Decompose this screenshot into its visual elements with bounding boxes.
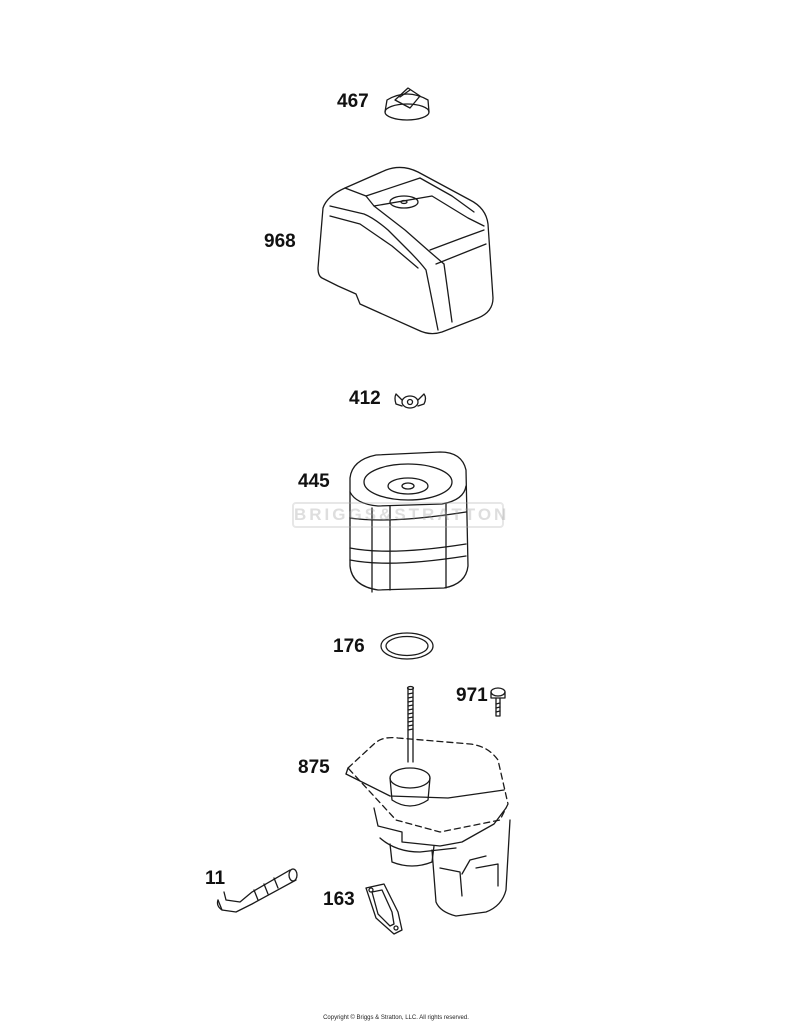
part-label-968: 968 (264, 231, 296, 252)
part-467-knob (384, 87, 430, 121)
part-label-163: 163 (323, 889, 355, 910)
part-label-11: 11 (205, 868, 226, 889)
part-445-filter (349, 451, 469, 593)
part-label-875: 875 (298, 757, 330, 778)
part-176-seal (380, 632, 434, 660)
part-label-971: 971 (456, 685, 488, 706)
part-968-cover (317, 166, 494, 335)
part-875-base (345, 685, 511, 917)
part-412-wing-nut (394, 393, 427, 409)
copyright-notice: Copyright © Briggs & Stratton, LLC. All … (323, 1015, 469, 1021)
brand-watermark: BRIGGS&STRATTON (292, 502, 506, 528)
part-label-412: 412 (349, 388, 381, 409)
part-11-hose (216, 868, 298, 913)
part-label-176: 176 (333, 636, 365, 657)
part-971-bolt (490, 687, 506, 717)
part-163-gasket (365, 883, 403, 935)
part-label-467: 467 (337, 91, 369, 112)
part-label-445: 445 (298, 471, 330, 492)
